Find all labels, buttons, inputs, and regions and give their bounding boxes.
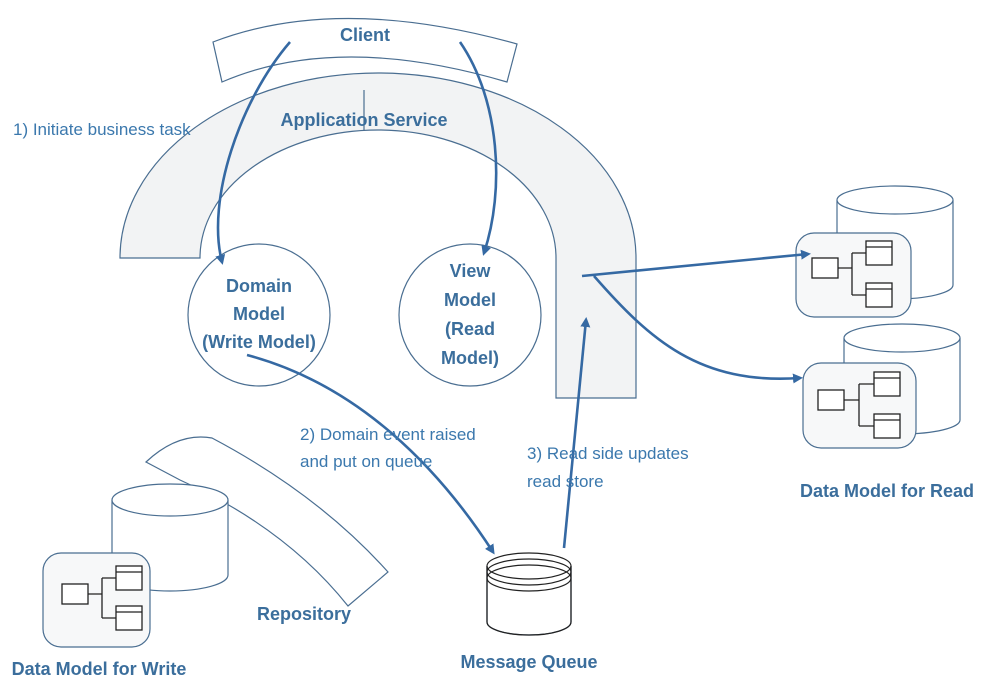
repository-band xyxy=(144,436,389,607)
view-model-label-line1: View xyxy=(450,261,492,281)
message-queue-icon xyxy=(486,552,572,636)
arrow-client-to-view-model xyxy=(458,41,498,256)
view-model-label-line3: (Read xyxy=(445,319,495,339)
client-band xyxy=(212,17,518,83)
view-model-label-line2: Model xyxy=(444,290,496,310)
arrow-domain-model-to-queue xyxy=(246,353,495,555)
arrow-client-to-domain-model xyxy=(215,41,291,265)
step1-label: 1) Initiate business task xyxy=(13,120,191,139)
view-model-circle xyxy=(398,243,542,387)
application-service-band xyxy=(119,72,637,399)
data-model-read-icon-1 xyxy=(795,185,954,318)
step2-label-line2: and put on queue xyxy=(300,452,432,471)
domain-model-label-line2: Model xyxy=(233,304,285,324)
arrow-service-to-read-store-1 xyxy=(581,249,811,278)
step3-label-line2: read store xyxy=(527,472,604,491)
domain-model-label-line3: (Write Model) xyxy=(202,332,316,352)
arrow-queue-to-service xyxy=(562,317,591,549)
data-model-write-label: Data Model for Write xyxy=(12,659,187,679)
data-model-read-icon-2 xyxy=(802,323,961,449)
domain-model-circle xyxy=(187,243,331,387)
step2-label-line1: 2) Domain event raised xyxy=(300,425,476,444)
arrow-service-to-read-store-2 xyxy=(593,275,803,384)
repository-label: Repository xyxy=(257,604,351,624)
view-model-label-line4: Model) xyxy=(441,348,499,368)
application-service-label: Application Service xyxy=(280,110,447,130)
data-model-read-label: Data Model for Read xyxy=(800,481,974,501)
client-label: Client xyxy=(340,25,390,45)
domain-model-label-line1: Domain xyxy=(226,276,292,296)
data-model-write-icon xyxy=(42,483,229,648)
message-queue-label: Message Queue xyxy=(460,652,597,672)
step3-label-line1: 3) Read side updates xyxy=(527,444,689,463)
